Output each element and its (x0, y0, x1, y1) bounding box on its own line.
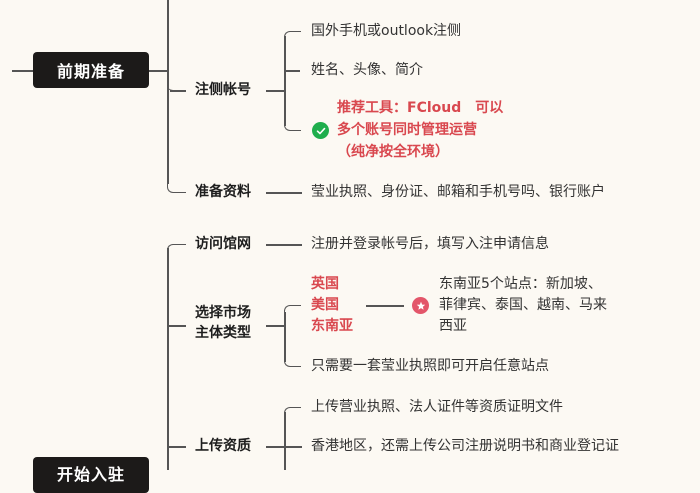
node-register-account[interactable]: 注侧帐号 (195, 80, 251, 100)
connector (167, 178, 186, 193)
connector (168, 446, 186, 448)
leaf-item: 香港地区，还需上传公司注册说明书和商业登记证 (311, 438, 619, 454)
connector (366, 305, 404, 307)
connector (284, 31, 301, 42)
connector (266, 90, 284, 92)
market-item: 美国 (311, 297, 339, 313)
connector (284, 312, 286, 362)
connector (149, 70, 168, 72)
note-line: 菲律宾、泰国、越南、马来 (439, 297, 607, 313)
connector (284, 120, 301, 131)
leaf-item: 国外手机或outlook注侧 (311, 23, 462, 39)
root-node-label: 开始入驻 (56, 465, 125, 484)
connector (266, 192, 302, 194)
connector (167, 244, 186, 255)
check-circle-icon (312, 122, 329, 139)
tip-line: 多个账号同时管理运营 (337, 122, 477, 138)
connector (284, 407, 301, 418)
connector (284, 70, 300, 72)
node-label: 准备资料 (195, 184, 251, 200)
node-label: 注侧帐号 (195, 82, 251, 98)
connector (266, 325, 284, 327)
connector (167, 0, 169, 184)
note-line: 东南亚5个站点：新加坡、 (439, 276, 602, 292)
leaf-item: 注册并登录帐号后，填写入注申请信息 (311, 236, 549, 252)
node-label-line: 主体类型 (195, 325, 251, 341)
node-visit-website[interactable]: 访问馆网 (195, 234, 251, 254)
note-line: 西亚 (439, 318, 467, 334)
root-node-preparation[interactable]: 前期准备 (33, 52, 149, 88)
connector (284, 305, 301, 316)
leaf-item: 只需要一套莹业执照即可开启任意站点 (311, 358, 549, 374)
connector (170, 90, 186, 92)
node-prepare-materials[interactable]: 准备资料 (195, 182, 251, 202)
market-item: 英国 (311, 276, 339, 292)
leaf-item: 莹业执照、身份证、邮箱和手机号吗、银行账户 (311, 184, 605, 200)
node-choose-market[interactable]: 选择市场 主体类型 (195, 303, 251, 343)
node-label: 上传资质 (195, 438, 251, 454)
connector (168, 325, 186, 327)
star-circle-icon (412, 297, 429, 314)
connector (284, 356, 301, 367)
connector (284, 412, 286, 470)
root-node-label: 前期准备 (56, 62, 125, 81)
root-node-start-onboarding[interactable]: 开始入驻 (33, 457, 149, 493)
leaf-item: 上传营业执照、法人证件等资质证明文件 (311, 399, 563, 415)
connector (12, 70, 34, 72)
node-label-line: 选择市场 (195, 305, 251, 321)
market-item: 东南亚 (311, 318, 353, 334)
node-label: 访问馆网 (195, 236, 251, 252)
leaf-item: 姓名、头像、简介 (311, 62, 423, 78)
tip-line: （纯净按全环境） (337, 144, 449, 160)
connector (167, 248, 169, 470)
tip-line: 推荐工具：FCloud 可以 (337, 100, 504, 116)
connector (284, 36, 286, 126)
node-upload-qualifications[interactable]: 上传资质 (195, 436, 251, 456)
connector (266, 244, 302, 246)
